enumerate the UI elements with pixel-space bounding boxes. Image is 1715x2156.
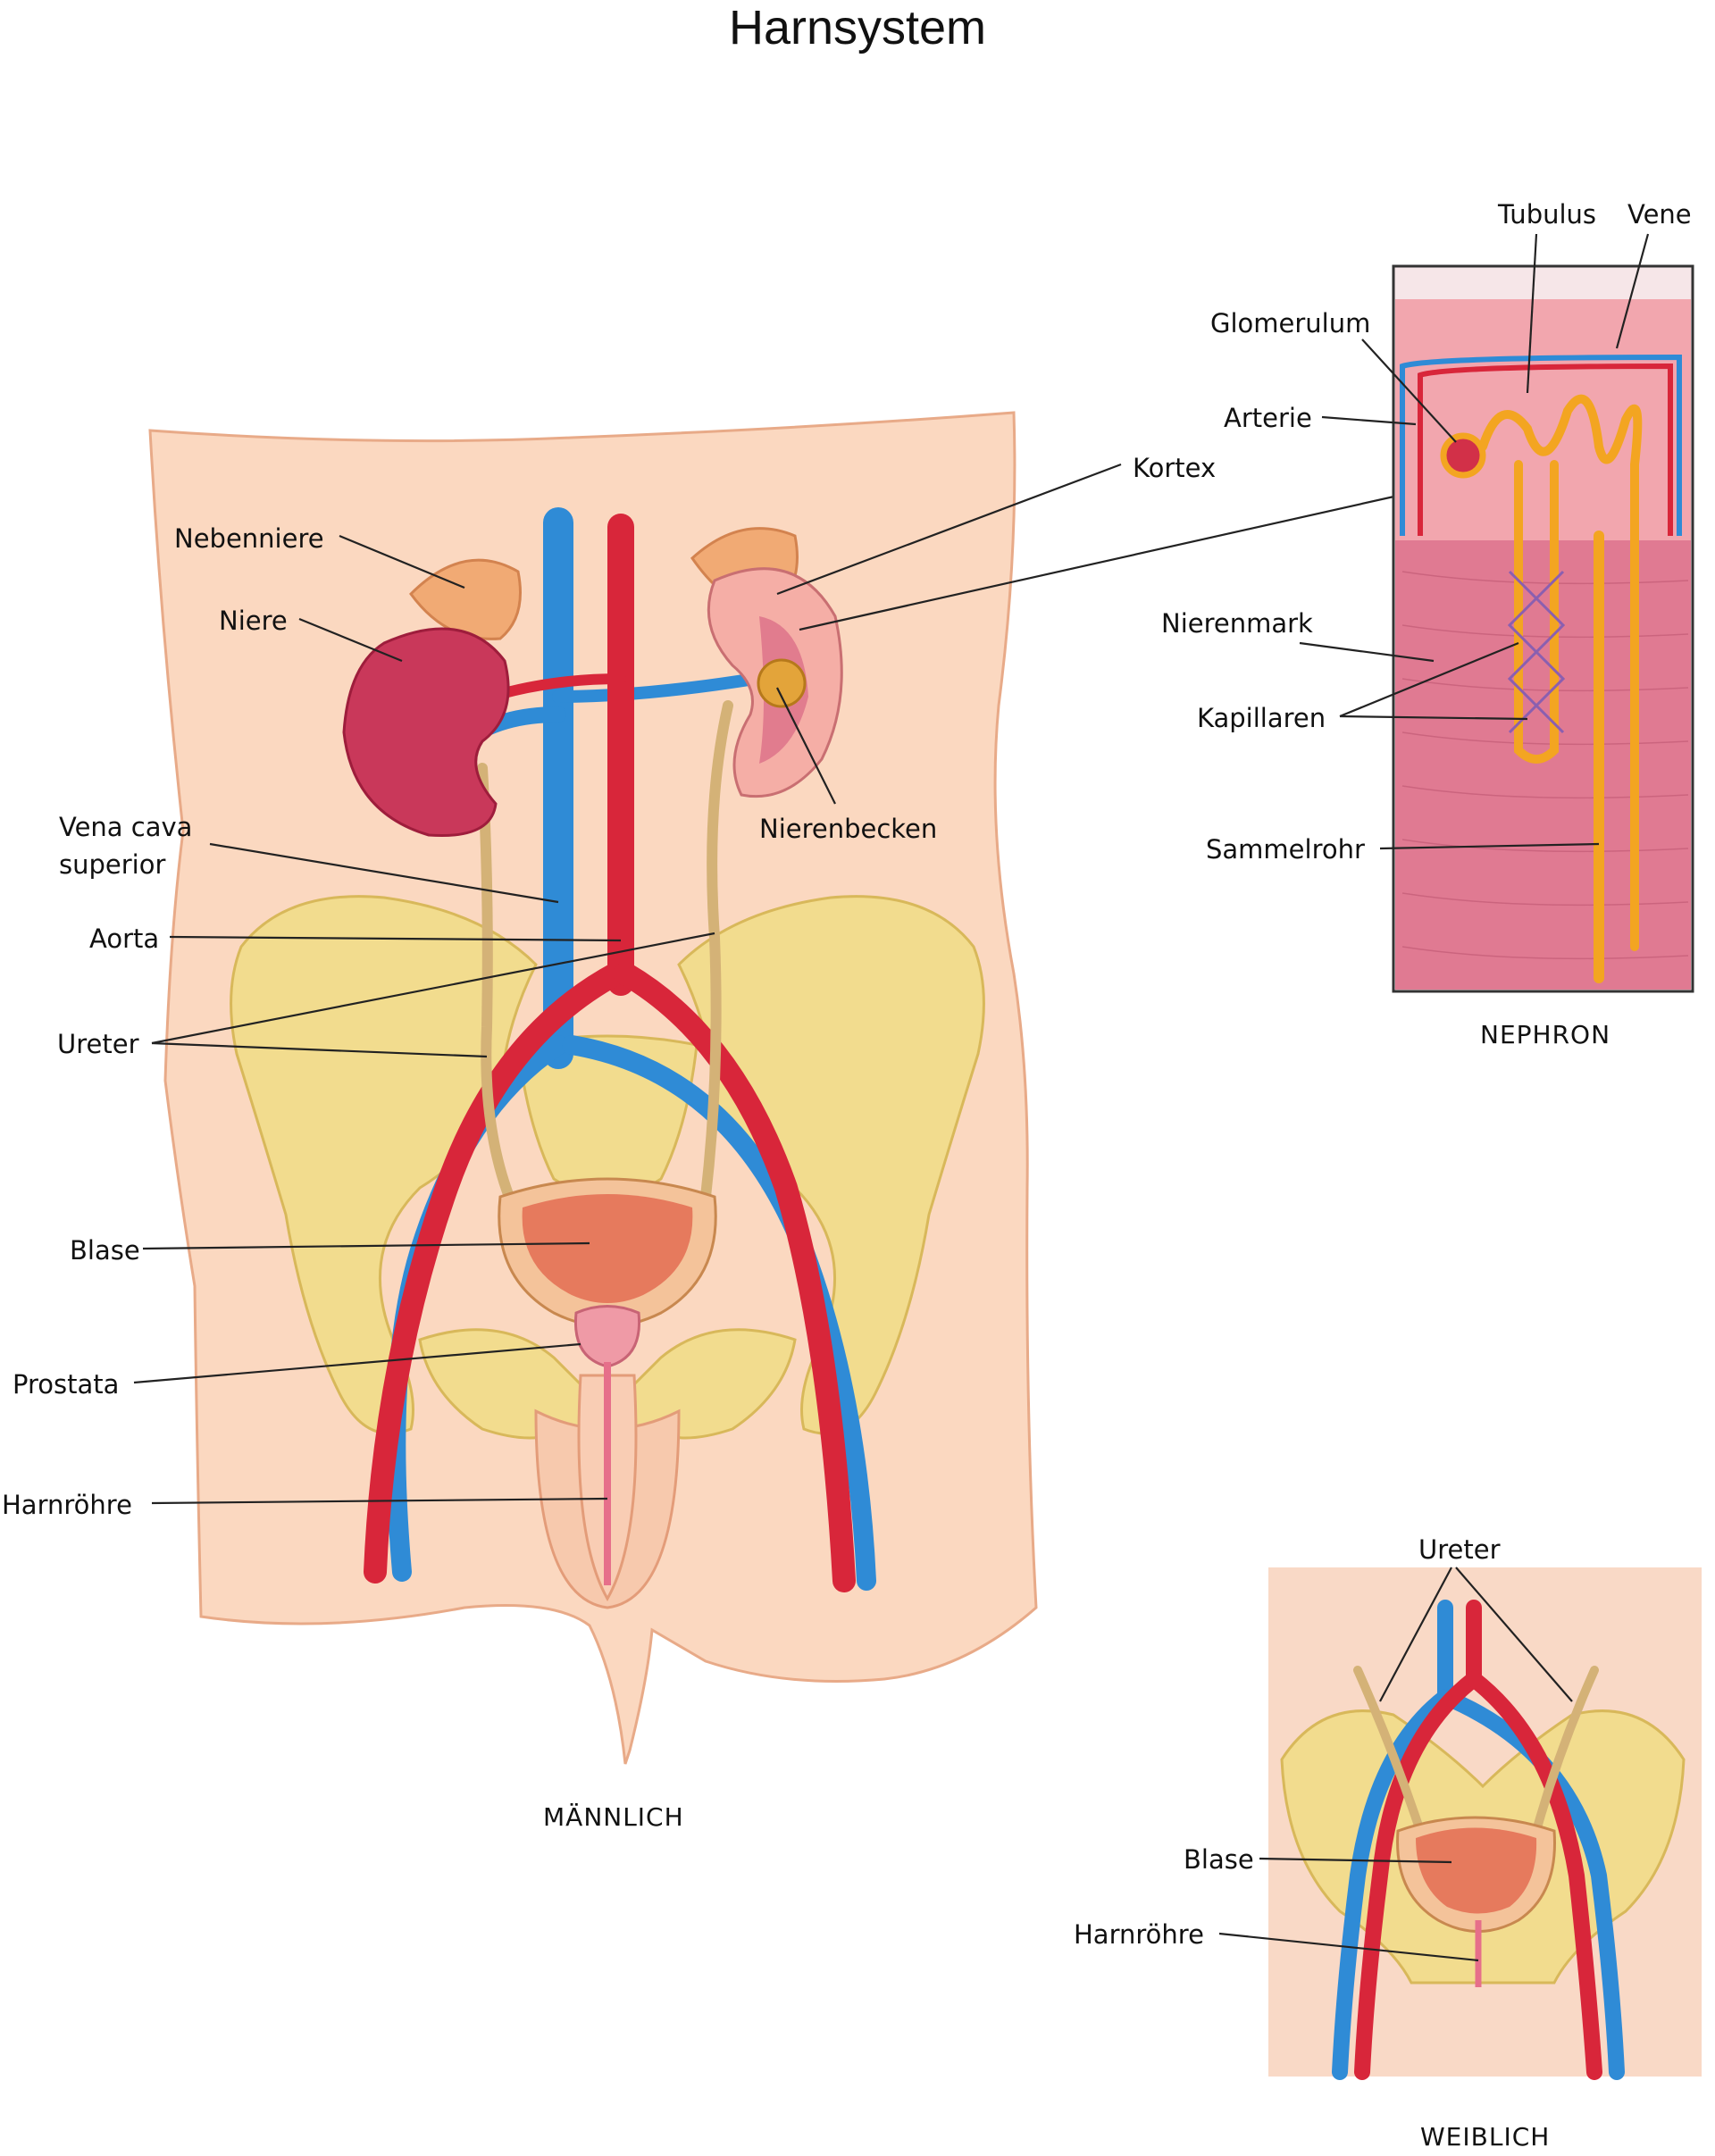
male-figure: [133, 411, 1399, 1765]
leader-ureter-b: [151, 1041, 488, 1058]
leader-blase: [142, 1241, 590, 1250]
leader-aorta: [169, 935, 622, 942]
caption-female: WEIBLICH: [1420, 2122, 1551, 2152]
label-kortex: Kortex: [1133, 453, 1217, 483]
leader-sammelrohr: [1379, 842, 1600, 850]
nephron-artery: [1418, 363, 1673, 536]
female-left-ureter: [1353, 1666, 1425, 1835]
label-sammelrohr: Sammelrohr: [1206, 834, 1365, 865]
label-nebenniere: Nebenniere: [174, 523, 324, 554]
page-title: Harnsystem: [728, 1, 987, 54]
leader-kapillaren-b: [1339, 714, 1528, 721]
left-iliac-wing: [230, 895, 538, 1435]
caption-male: MÄNNLICH: [543, 1802, 684, 1832]
female-leader-lines: [1218, 1567, 1573, 1962]
leader-kortex-nephron: [799, 494, 1399, 631]
male-bladder-group: [498, 1177, 717, 1585]
female-vena-cava: [1332, 1600, 1453, 2080]
label-f-harnroehre: Harnröhre: [1074, 1919, 1204, 1950]
female-aorta: [1354, 1600, 1482, 2080]
leader-ureter-a: [151, 932, 715, 1045]
leader-vene: [1615, 233, 1650, 349]
label-niere: Niere: [219, 606, 288, 636]
label-f-ureter: Ureter: [1418, 1534, 1501, 1565]
label-glomerulum: Glomerulum: [1210, 308, 1371, 338]
leader-prostata: [133, 1342, 581, 1384]
label-tubulus: Tubulus: [1498, 199, 1597, 230]
leader-niere: [298, 617, 403, 663]
nephron-cortex: [1395, 299, 1691, 540]
male-ureters: [477, 700, 733, 1202]
label-blase: Blase: [70, 1235, 140, 1266]
female-vessels: [1332, 1600, 1625, 2080]
leader-tubulus: [1526, 233, 1538, 394]
leader-glomerulum: [1361, 338, 1457, 443]
female-bladder: [1416, 1827, 1537, 1914]
nephron-vein: [1400, 354, 1682, 536]
caption-nephron: NEPHRON: [1480, 1020, 1611, 1049]
label-vene: Vene: [1627, 199, 1692, 230]
male-bladder: [522, 1194, 693, 1303]
leader-nierenmark: [1299, 641, 1435, 663]
leader-nierenbecken: [776, 687, 836, 805]
female-ureters: [1353, 1666, 1599, 1835]
label-aorta: Aorta: [89, 923, 160, 954]
label-prostata: Prostata: [13, 1369, 120, 1400]
prostate: [573, 1305, 641, 1368]
right-renal-vein: [552, 673, 761, 703]
nephron-capillaries: [1507, 570, 1566, 734]
male-pelvis: [230, 895, 985, 1440]
renal-pelvis: [757, 658, 807, 708]
leader-kapillaren-a: [1339, 641, 1519, 718]
label-nierenmark: Nierenmark: [1161, 608, 1313, 639]
nephron-medulla-striations: [1401, 571, 1689, 960]
leader-vena-cava: [209, 842, 559, 904]
label-kapillaren: Kapillaren: [1197, 703, 1326, 733]
nephron-medulla: [1395, 540, 1691, 990]
female-aorta-right: [1466, 1671, 1602, 2080]
left-iliac-artery: [364, 962, 628, 1584]
right-ureter: [700, 700, 733, 1202]
leader-f-ureter-a: [1379, 1567, 1452, 1702]
female-right-ureter: [1532, 1666, 1599, 1835]
label-arterie: Arterie: [1224, 403, 1312, 433]
female-vena-cava-right: [1437, 1689, 1625, 2080]
left-ureter: [477, 763, 514, 1202]
label-ureter: Ureter: [57, 1029, 139, 1059]
leader-nebenniere: [339, 534, 465, 589]
leader-kortex: [776, 463, 1122, 596]
glomerulus: [1440, 432, 1486, 479]
label-vena-cava-line1: Vena cava: [59, 812, 193, 842]
leader-f-blase: [1259, 1857, 1452, 1864]
label-nierenbecken: Nierenbecken: [759, 814, 938, 844]
right-iliac-artery: [614, 962, 856, 1592]
label-vena-cava-line2: superior: [59, 849, 166, 880]
leader-harnroehre: [151, 1497, 608, 1505]
female-figure: [1218, 1567, 1702, 2080]
nephron-leader-lines: [1299, 233, 1650, 850]
leader-f-harnroehre: [1218, 1932, 1479, 1962]
label-harnroehre: Harnröhre: [2, 1490, 132, 1520]
label-f-blase: Blase: [1184, 1844, 1254, 1875]
nephron-figure: [1299, 233, 1694, 993]
leader-f-ureter-b: [1455, 1567, 1573, 1702]
left-kidney: [342, 627, 510, 838]
leader-arterie: [1321, 415, 1417, 426]
male-leader-lines: [133, 463, 1399, 1505]
pubic-arch: [418, 1328, 797, 1440]
nephron-tubule: [1478, 394, 1643, 951]
